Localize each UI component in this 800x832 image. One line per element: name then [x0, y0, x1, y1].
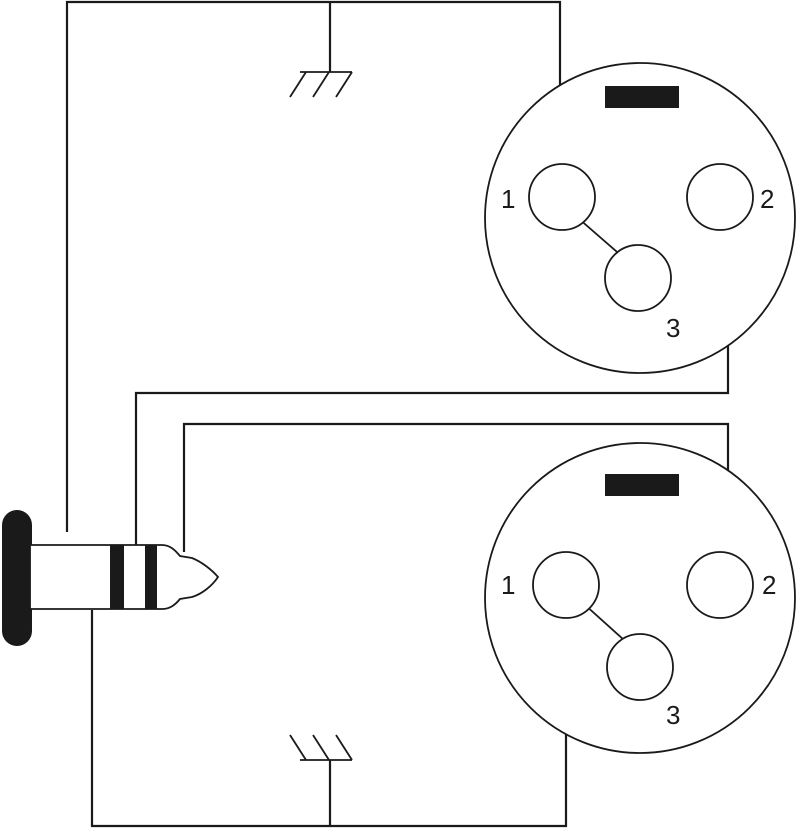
- wire-sleeve-to-top-pin1: [65, 0, 562, 532]
- xlr-connector-bottom: 1 2 3: [484, 442, 796, 754]
- xlr-key-bar: [605, 474, 679, 496]
- chassis-ground-icon: [289, 734, 353, 761]
- pin-1-label: 1: [501, 570, 515, 600]
- plug-ring-band: [110, 545, 124, 609]
- trs-plug-icon: [2, 510, 220, 646]
- xlr-pin-3: [606, 633, 674, 701]
- plug-tip-band: [145, 545, 157, 609]
- xlr-pin-3: [604, 244, 672, 312]
- xlr-body: [484, 62, 796, 374]
- xlr-pin-2: [686, 163, 754, 231]
- pin-3-label: 3: [666, 700, 680, 730]
- pin-link-1-3: [583, 603, 625, 641]
- pin-1-label: 1: [501, 184, 515, 214]
- chassis-ground-icon: [289, 71, 353, 98]
- xlr-pin-1: [528, 163, 596, 231]
- plug-handle: [2, 510, 32, 646]
- xlr-connector-top: 1 2 3: [484, 62, 796, 374]
- pin-2-label: 2: [762, 570, 776, 600]
- xlr-pin-1: [532, 551, 600, 619]
- pin-2-label: 2: [760, 184, 774, 214]
- xlr-pin-2: [686, 551, 754, 619]
- pin-link-1-3: [577, 217, 625, 259]
- pin-3-label: 3: [666, 313, 680, 343]
- xlr-key-bar: [605, 86, 679, 108]
- xlr-body: [484, 442, 796, 754]
